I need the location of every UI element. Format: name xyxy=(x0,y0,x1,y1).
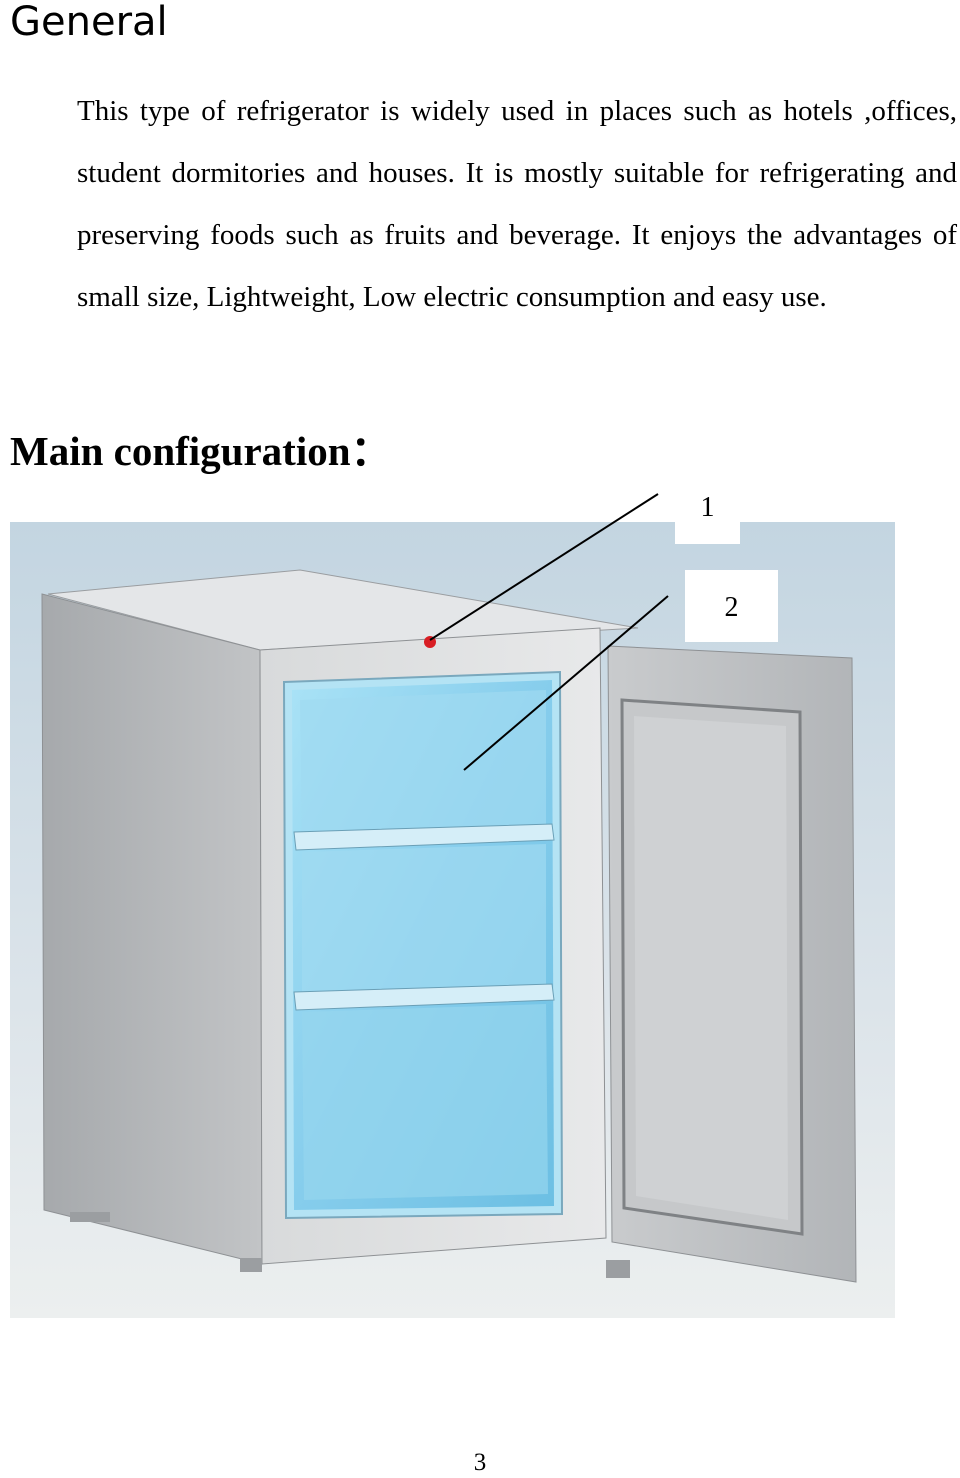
refrigerator-illustration xyxy=(10,522,895,1318)
section-heading: General xyxy=(10,0,168,45)
callout-label-2: 2 xyxy=(685,570,778,642)
main-configuration-heading: Main configuration： xyxy=(10,428,392,474)
callout-label-1: 1 xyxy=(675,488,740,544)
intro-paragraph: This type of refrigerator is widely used… xyxy=(77,95,957,313)
page-number: 3 xyxy=(473,1449,487,1476)
